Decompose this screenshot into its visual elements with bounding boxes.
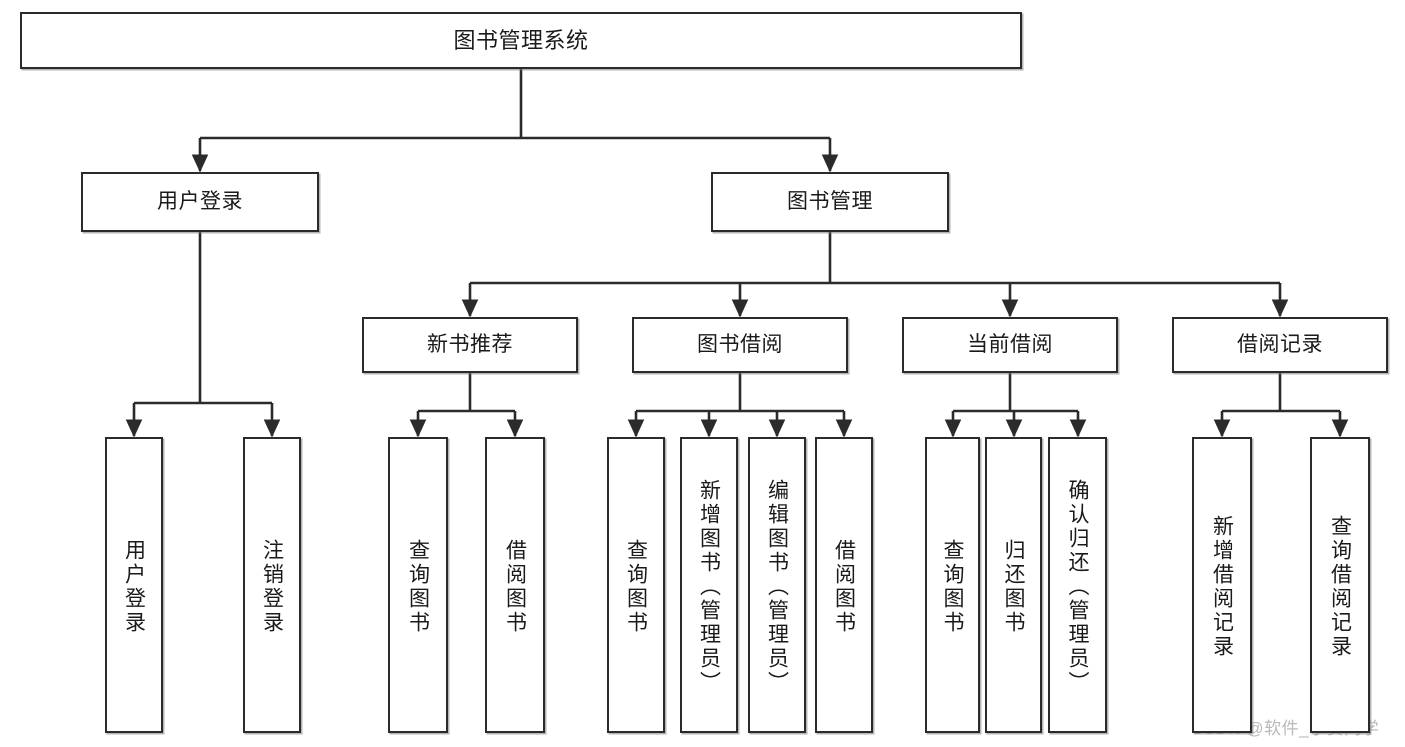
node-label: 当前借阅: [967, 332, 1053, 356]
node-leaf-bor-query[interactable]: 查询图书: [607, 437, 665, 733]
node-borrow[interactable]: 图书借阅: [632, 317, 848, 373]
node-label: 确认归还（管理员）: [1066, 479, 1089, 695]
node-leaf-cur-confirm[interactable]: 确认归还（管理员）: [1048, 437, 1107, 733]
node-label: 新书推荐: [427, 332, 513, 356]
node-current[interactable]: 当前借阅: [902, 317, 1118, 373]
node-leaf-user-logout[interactable]: 注销登录: [243, 437, 301, 733]
node-label: 注销登录: [260, 539, 284, 635]
node-bookmgmt[interactable]: 图书管理: [711, 172, 949, 232]
node-leaf-bor-edit[interactable]: 编辑图书（管理员）: [748, 437, 806, 733]
node-label: 查询图书: [406, 539, 430, 635]
node-label: 查询图书: [624, 539, 648, 635]
node-leaf-user-login[interactable]: 用户登录: [105, 437, 163, 733]
node-login[interactable]: 用户登录: [81, 172, 319, 232]
node-newbook[interactable]: 新书推荐: [362, 317, 578, 373]
node-label: 查询图书: [941, 539, 964, 635]
node-leaf-bor-add[interactable]: 新增图书（管理员）: [680, 437, 738, 733]
node-leaf-cur-query[interactable]: 查询图书: [925, 437, 980, 733]
node-label: 编辑图书（管理员）: [765, 479, 789, 695]
node-label: 图书管理: [787, 189, 873, 213]
node-label: 用户登录: [157, 189, 243, 213]
node-label: 借阅记录: [1237, 332, 1323, 356]
node-leaf-new-borrow[interactable]: 借阅图书: [485, 437, 545, 733]
node-leaf-cur-return[interactable]: 归还图书: [985, 437, 1042, 733]
node-label: 借阅图书: [832, 539, 856, 635]
node-leaf-bor-take[interactable]: 借阅图书: [815, 437, 873, 733]
node-label: 新增借阅记录: [1210, 515, 1234, 659]
node-root[interactable]: 图书管理系统: [20, 12, 1022, 69]
node-label: 归还图书: [1002, 539, 1025, 635]
node-label: 图书管理系统: [453, 27, 589, 53]
node-records[interactable]: 借阅记录: [1172, 317, 1388, 373]
node-label: 查询借阅记录: [1328, 515, 1352, 659]
node-leaf-rec-add[interactable]: 新增借阅记录: [1192, 437, 1252, 733]
node-leaf-rec-query[interactable]: 查询借阅记录: [1310, 437, 1370, 733]
node-label: 图书借阅: [697, 332, 783, 356]
node-leaf-new-query[interactable]: 查询图书: [388, 437, 448, 733]
node-label: 用户登录: [122, 539, 146, 635]
node-label: 新增图书（管理员）: [697, 479, 721, 695]
node-label: 借阅图书: [503, 539, 527, 635]
